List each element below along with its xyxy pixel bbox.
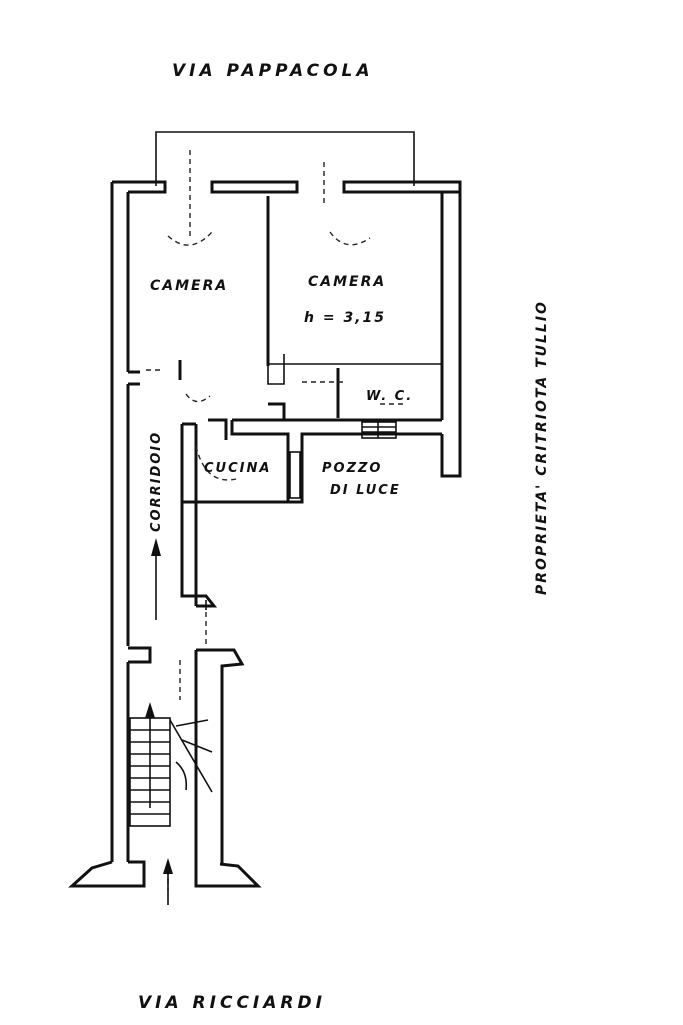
room-label-pozzo: POZZO xyxy=(322,461,382,476)
balcony xyxy=(155,131,415,186)
street-label-south: VIA RICCIARDI xyxy=(138,993,326,1013)
room-label-wc: W. C. xyxy=(366,389,413,404)
room-label-camera-left: CAMERA xyxy=(150,278,228,294)
room-label-pozzo-luce: DI LUCE xyxy=(330,483,401,498)
interior-walls xyxy=(128,196,442,864)
exterior-walls xyxy=(68,180,462,888)
door-swings xyxy=(146,150,406,890)
room-label-cucina: CUCINA xyxy=(204,461,271,476)
staircase xyxy=(129,717,213,827)
room-label-camera-right: CAMERA xyxy=(308,274,386,290)
ceiling-height-label: h = 3,15 xyxy=(304,310,386,326)
direction-arrows xyxy=(145,538,207,905)
neighbor-property-label: PROPRIETA' CRITRIOTA TULLIO xyxy=(534,300,550,595)
room-label-corridoio: CORRIDOIO xyxy=(149,431,164,532)
street-label-north: VIA PAPPACOLA xyxy=(172,61,374,81)
lightwell-vent xyxy=(289,421,397,499)
